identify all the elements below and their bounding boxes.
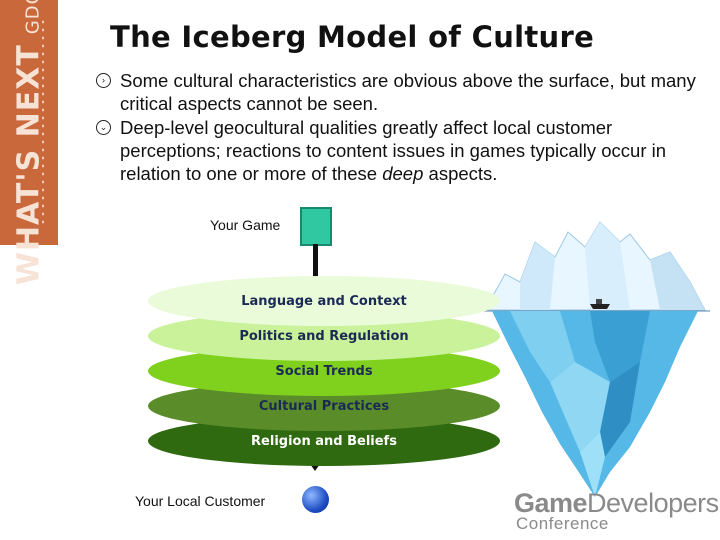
bullet-text-part: Deep-level geocultural qualities greatly… <box>120 117 667 184</box>
arrow-line-top <box>313 244 318 286</box>
banner-text: WHAT'S NEXT GDC:06 <box>12 0 47 285</box>
bullet-text: Deep-level geocultural qualities greatly… <box>120 117 666 184</box>
customer-sphere-icon <box>302 486 329 513</box>
chevron-down-icon: ⌄ <box>96 120 111 135</box>
layer-language: Language and Context <box>148 276 500 326</box>
bullet-item: ⌄ Deep-level geocultural qualities great… <box>96 116 696 185</box>
layer-label: Cultural Practices <box>258 398 390 414</box>
bullet-text-emphasis: deep <box>382 163 424 184</box>
layer-label: Social Trends <box>275 363 373 379</box>
bullet-list: › Some cultural characteristics are obvi… <box>96 69 696 186</box>
banner-brand: WHAT'S NEXT <box>11 44 47 286</box>
logo-word-conference: Conference <box>516 514 609 533</box>
chevron-right-icon: › <box>96 73 111 88</box>
banner-event: GDC:06 <box>23 0 44 34</box>
slide-title: The Iceberg Model of Culture <box>110 20 595 54</box>
gdc-side-banner: WHAT'S NEXT GDC:06 <box>0 0 58 285</box>
banner-dot-pattern <box>40 18 46 228</box>
layer-label: Language and Context <box>241 293 407 309</box>
bullet-text: Some cultural characteristics are obviou… <box>120 70 696 114</box>
bullet-item: › Some cultural characteristics are obvi… <box>96 69 696 115</box>
logo-word-game: Game <box>514 488 588 518</box>
your-local-customer-label: Your Local Customer <box>135 493 266 509</box>
bullet-text-part: aspects. <box>423 163 498 184</box>
logo-word-developers: Developers <box>587 488 719 518</box>
layer-label: Politics and Regulation <box>239 328 409 344</box>
game-developers-conference-logo: GameDevelopers Conference <box>514 488 719 534</box>
iceberg-illustration <box>480 221 710 497</box>
your-game-label: Your Game <box>210 217 281 233</box>
game-cube-icon <box>300 207 332 246</box>
layer-label: Religion and Beliefs <box>251 433 397 449</box>
